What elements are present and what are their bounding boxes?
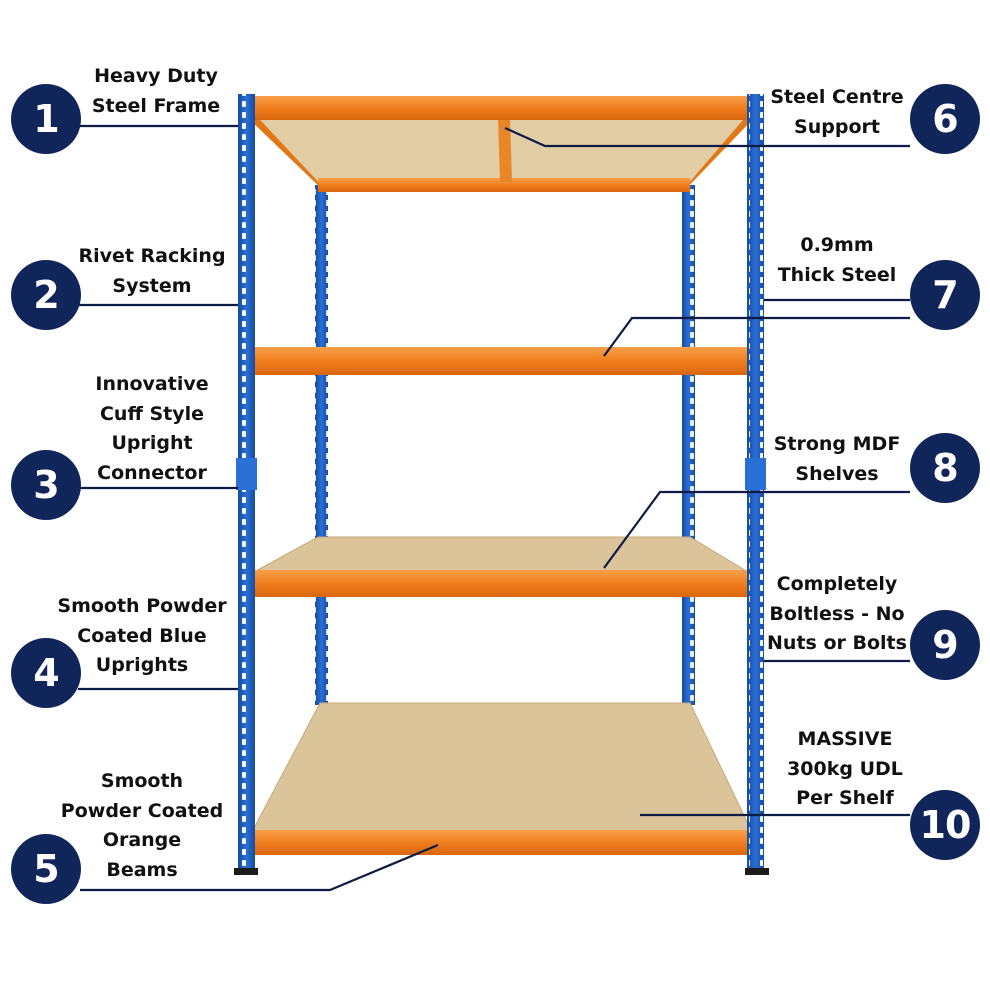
- shelf-3: [253, 536, 750, 597]
- callout-badge-6: 6: [910, 84, 980, 154]
- callout-label-7: 0.9mm Thick Steel: [777, 234, 897, 286]
- cuff-connector: [236, 458, 257, 490]
- front-right-upright: [745, 94, 769, 875]
- callout-badge-9: 9: [910, 610, 980, 680]
- leader-8: [603, 490, 910, 569]
- callout-label-2: Rivet Racking System: [78, 245, 226, 297]
- front-left-upright: [234, 94, 258, 875]
- callout-badge-10: 10: [910, 790, 980, 860]
- callout-label-5: Smooth Powder Coated Orange Beams: [60, 770, 224, 881]
- back-left-upright: [315, 185, 328, 705]
- shelf-2: [254, 347, 750, 375]
- leader-6: [504, 126, 910, 148]
- callout-label-8: Strong MDF Shelves: [773, 433, 901, 485]
- callout-label-9: Completely Boltless - No Nuts or Bolts: [767, 573, 907, 654]
- callout-label-6: Steel Centre Support: [770, 86, 904, 138]
- callout-badge-5: 5: [11, 834, 81, 904]
- callout-badge-7: 7: [910, 260, 980, 330]
- callout-badge-3: 3: [11, 450, 81, 520]
- callout-label-1: Heavy Duty Steel Frame: [91, 65, 221, 117]
- top-shelf: [250, 96, 752, 192]
- callout-label-4: Smooth Powder Coated Blue Uprights: [57, 595, 227, 676]
- callout-badge-2: 2: [11, 260, 81, 330]
- bottom-shelf: [251, 702, 753, 855]
- leader-lines: [78, 124, 910, 892]
- callout-badge-8: 8: [910, 433, 980, 503]
- callout-badge-4: 4: [11, 638, 81, 708]
- leader-5: [80, 843, 439, 892]
- leader-7b: [603, 316, 910, 357]
- callout-label-3: Innovative Cuff Style Upright Connector: [95, 373, 209, 484]
- back-right-upright: [682, 185, 695, 705]
- callout-badge-1: 1: [11, 84, 81, 154]
- callout-label-10: MASSIVE 300kg UDL Per Shelf: [787, 728, 903, 809]
